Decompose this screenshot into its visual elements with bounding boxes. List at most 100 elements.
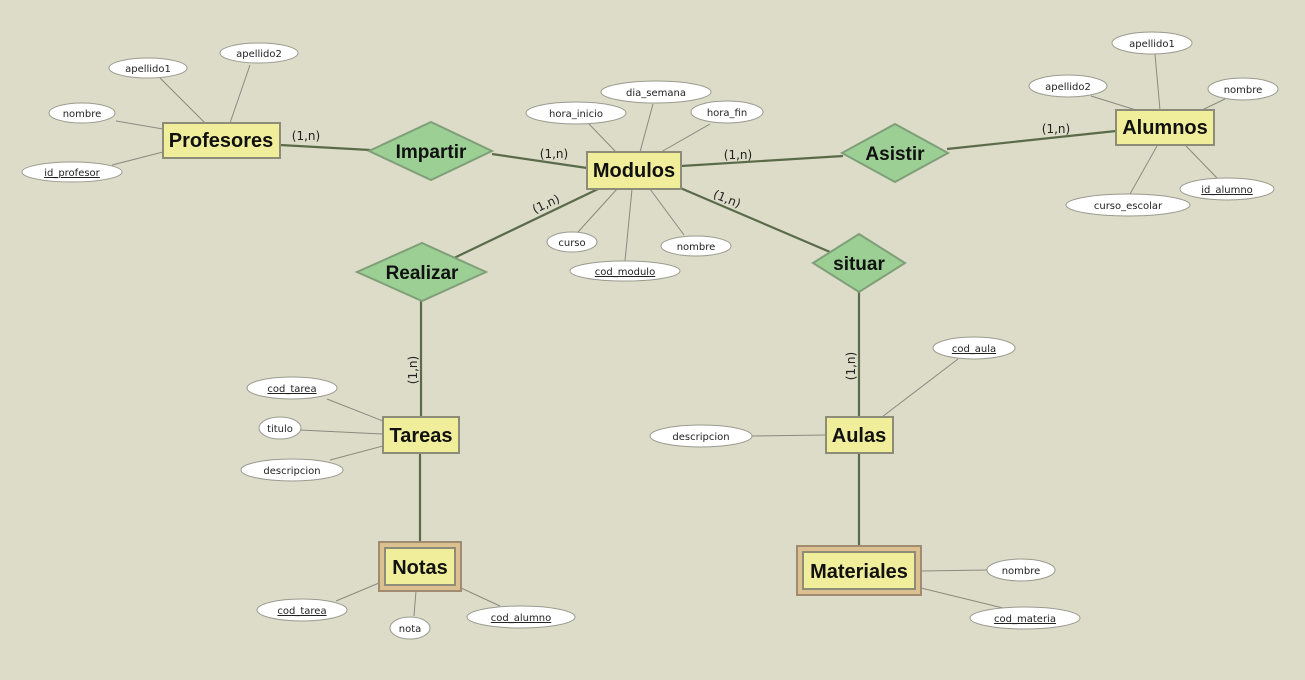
cardinality-label: (1,n) (530, 192, 562, 217)
attribute-label: dia_semana (626, 88, 686, 99)
relationship-label: situar (833, 254, 885, 275)
entity-label: Modulos (593, 160, 675, 182)
entity-tareas[interactable]: Tareas (382, 416, 460, 454)
attr-line (111, 151, 164, 166)
attribute-label: nota (399, 624, 422, 635)
attribute-label: id_profesor (44, 168, 100, 179)
cardinality-label: (1,n) (406, 356, 420, 384)
entity-label: Notas (392, 557, 448, 579)
attribute-cod-modulo-key[interactable]: cod_modulo (569, 260, 681, 282)
attribute-nota[interactable]: nota (389, 616, 431, 640)
attribute-label: cod_modulo (595, 267, 655, 278)
attr-line (920, 569, 989, 572)
attr-line (577, 188, 618, 233)
attr-line (639, 103, 654, 153)
attribute-label: cod_aula (952, 344, 996, 355)
attribute-apellido2[interactable]: apellido2 (219, 42, 299, 64)
attr-line (1154, 53, 1161, 111)
attribute-nombre[interactable]: nombre (1207, 77, 1279, 101)
cardinality-label: (1,n) (1042, 122, 1070, 136)
attribute-apellido2[interactable]: apellido2 (1028, 74, 1108, 98)
entity-aulas[interactable]: Aulas (825, 416, 894, 454)
attribute-nombre[interactable]: nombre (986, 558, 1056, 582)
attr-line (326, 398, 384, 422)
attr-line (299, 429, 384, 435)
attribute-label: apellido2 (1045, 82, 1091, 93)
attribute-cod-materia-key[interactable]: cod_materia (969, 606, 1081, 630)
entity-profesores[interactable]: Profesores (162, 122, 281, 159)
attribute-label: apellido2 (236, 49, 282, 60)
attribute-nombre[interactable]: nombre (660, 235, 732, 257)
attr-line (920, 587, 1004, 609)
entity-modulos[interactable]: Modulos (586, 151, 682, 190)
attribute-label: nombre (677, 242, 716, 253)
attribute-label: cod_tarea (277, 606, 326, 617)
attr-line (1129, 145, 1158, 195)
relationship-realizar[interactable]: Realizar (354, 241, 489, 303)
attribute-label: apellido1 (1129, 39, 1175, 50)
attr-line (588, 123, 617, 153)
attribute-id-profesor-key[interactable]: id_profesor (21, 161, 123, 183)
attr-line (1185, 145, 1218, 179)
attr-line (329, 445, 384, 461)
attribute-titulo[interactable]: titulo (258, 416, 302, 440)
line-asistir-alumnos (946, 129, 1117, 151)
attribute-apellido1[interactable]: apellido1 (1111, 31, 1193, 55)
cardinality-label: (1,n) (844, 352, 858, 380)
attribute-curso-escolar[interactable]: curso_escolar (1065, 193, 1191, 217)
attribute-label: cod_materia (994, 614, 1056, 625)
line-modulos-realizar (453, 188, 599, 259)
cardinality-label: (1,n) (540, 147, 568, 161)
attribute-cod-alumno-key[interactable]: cod_alumno (466, 605, 576, 629)
relationship-asistir[interactable]: Asistir (839, 122, 951, 184)
attribute-apellido1[interactable]: apellido1 (108, 57, 188, 79)
relationship-lines (279, 129, 1117, 546)
relationship-situar[interactable]: situar (811, 232, 907, 294)
attr-line (881, 358, 959, 418)
entity-label: Materiales (810, 561, 908, 583)
attribute-cod-tarea-key[interactable]: cod_tarea (246, 376, 338, 400)
line-modulos-situar (677, 185, 831, 254)
attribute-cod-aula-key[interactable]: cod_aula (932, 336, 1016, 360)
attribute-label: curso (558, 238, 585, 249)
attr-line (751, 434, 827, 437)
attr-line (413, 590, 417, 617)
entity-alumnos[interactable]: Alumnos (1115, 109, 1215, 146)
attr-line (649, 188, 685, 236)
line-profesores-impartir (279, 143, 371, 152)
entity-notas[interactable]: Notas (378, 541, 462, 592)
entity-materiales[interactable]: Materiales (796, 545, 922, 596)
line-impartir-modulos (491, 152, 588, 170)
attribute-label: descripcion (263, 466, 320, 477)
attr-line (660, 123, 711, 153)
attr-line (115, 120, 164, 130)
relationship-impartir[interactable]: Impartir (366, 120, 495, 182)
entity-label: Profesores (169, 130, 274, 152)
attribute-descripcion[interactable]: descripcion (649, 424, 753, 448)
relationship-label: Impartir (396, 142, 467, 163)
attribute-cod-tarea-key[interactable]: cod_tarea (256, 598, 348, 622)
cardinality-label: (1,n) (292, 129, 320, 143)
attr-line (1090, 95, 1137, 111)
entity-label: Tareas (389, 425, 452, 447)
attribute-id-alumno-key[interactable]: id_alumno (1179, 177, 1275, 201)
attr-line (229, 64, 251, 124)
attribute-label: nombre (63, 109, 102, 120)
entity-label: Alumnos (1122, 117, 1208, 139)
attribute-dia-semana[interactable]: dia_semana (600, 80, 712, 104)
attribute-nombre[interactable]: nombre (48, 102, 116, 124)
attribute-curso[interactable]: curso (546, 231, 598, 253)
attribute-hora-fin[interactable]: hora_fin (690, 100, 764, 124)
attribute-hora-inicio[interactable]: hora_inicio (525, 101, 627, 125)
relationship-label: Realizar (386, 263, 459, 284)
attribute-label: cod_alumno (491, 613, 551, 624)
attr-line (159, 77, 206, 124)
attr-line (335, 582, 380, 602)
attribute-label: descripcion (672, 432, 729, 443)
attr-line (624, 188, 633, 262)
attribute-label: nombre (1002, 566, 1041, 577)
attribute-descripcion[interactable]: descripcion (240, 458, 344, 482)
attribute-label: id_alumno (1201, 185, 1253, 196)
attribute-label: hora_fin (707, 108, 747, 119)
